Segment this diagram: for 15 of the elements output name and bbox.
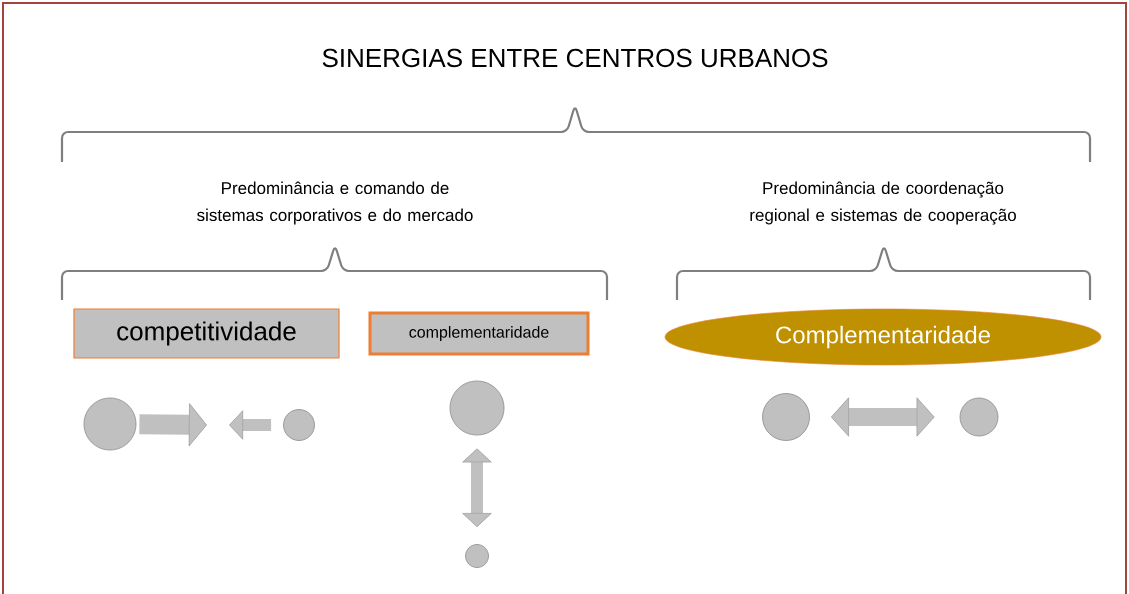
circle <box>465 544 489 568</box>
block-arrow <box>229 410 272 440</box>
block-arrow <box>462 448 492 527</box>
heading-text: Predominância de coordenação regional e sistemas de cooperação <box>750 181 1016 225</box>
title: SINERGIAS ENTRE CENTROS URBANOS <box>322 48 828 68</box>
circle <box>83 397 137 451</box>
block-arrow <box>831 397 935 437</box>
circle <box>449 380 505 436</box>
circle <box>283 409 315 441</box>
heading-text: Predominância e comando de sistemas corporativos e do mercado <box>197 181 473 225</box>
label-box: competitividade <box>73 308 340 359</box>
block-arrow <box>139 403 207 447</box>
circle <box>959 397 999 437</box>
circle <box>762 393 810 441</box>
label-box: complementaridade <box>368 311 590 356</box>
